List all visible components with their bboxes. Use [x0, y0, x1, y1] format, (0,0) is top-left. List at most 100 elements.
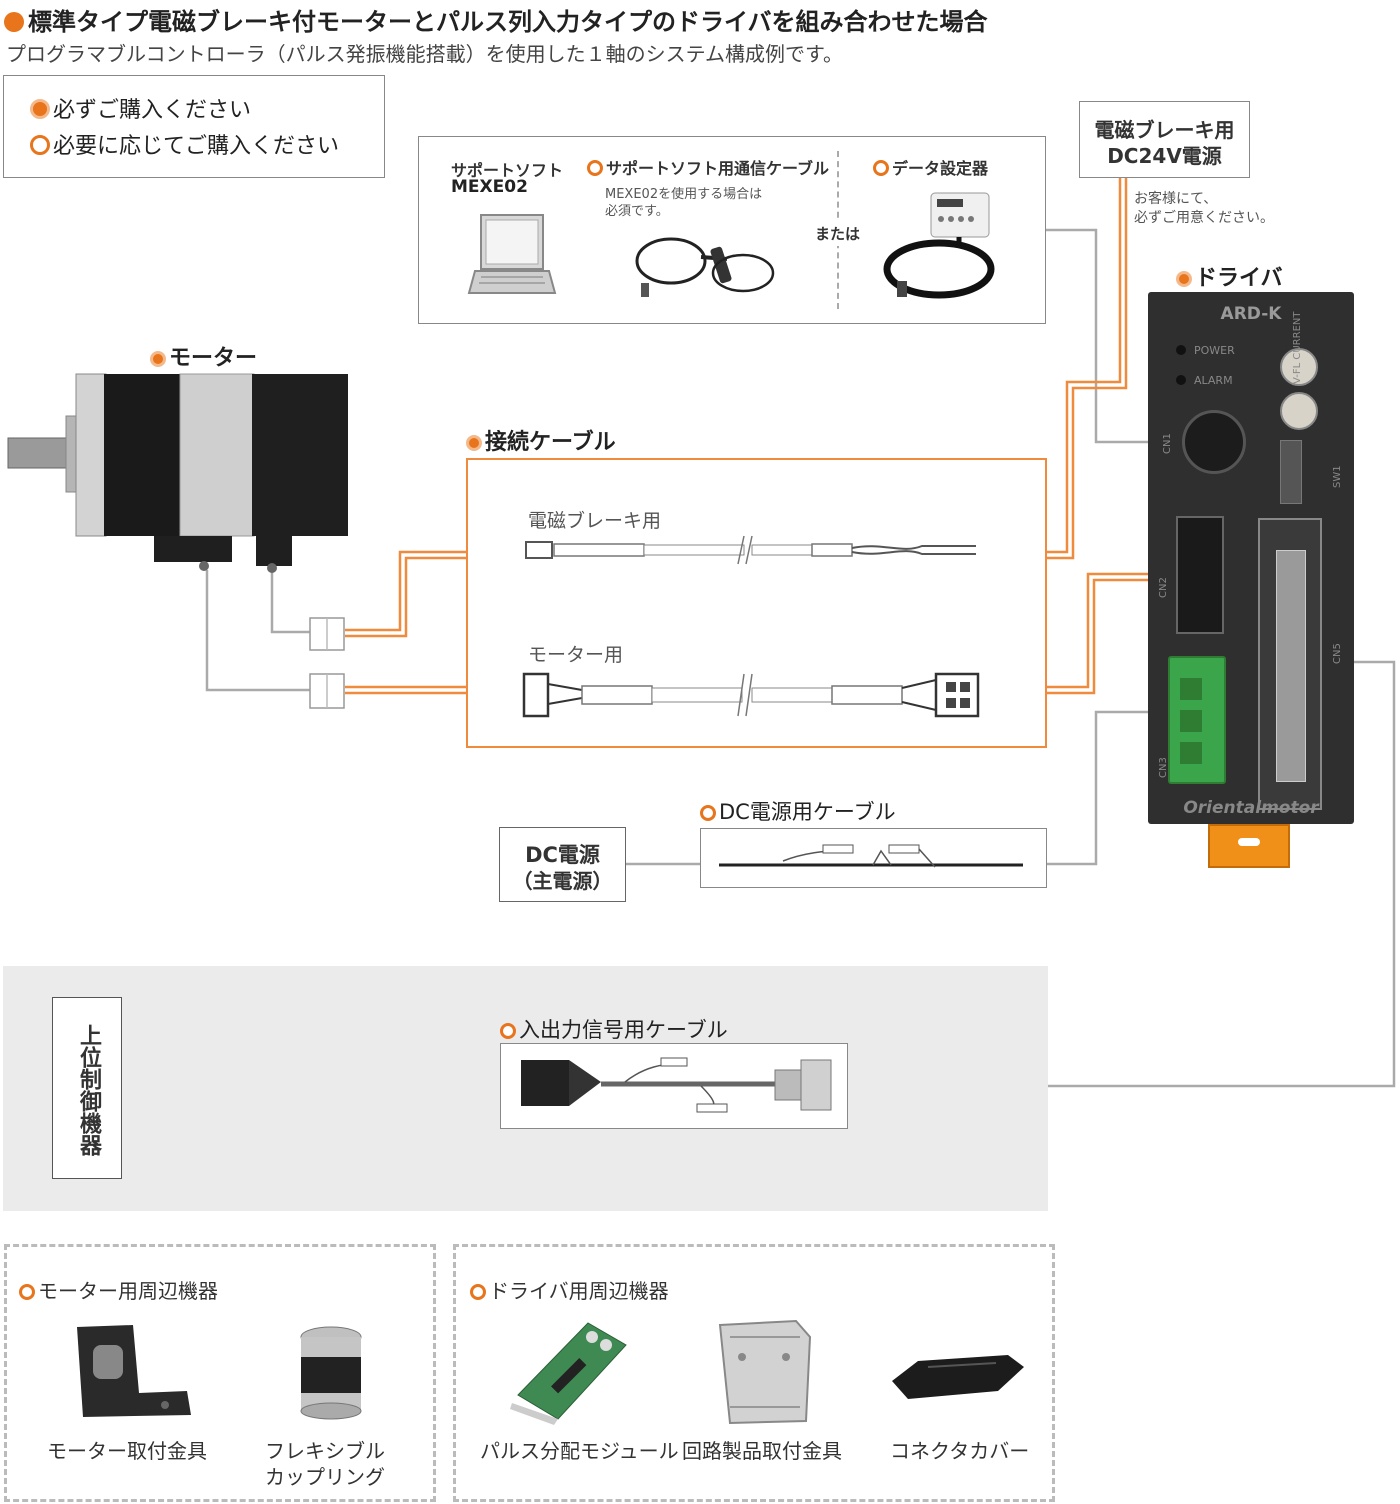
page-title-text: 標準タイプ電磁ブレーキ付モーターとパルス列入力タイプのドライバを組み合わせた場合 — [28, 8, 988, 36]
io-cable-label-text: 入出力信号用ケーブル — [519, 1018, 728, 1042]
dc-power-line2: （主電源） — [512, 869, 613, 893]
sw1-label: SW1 — [1332, 465, 1343, 488]
cn5-port[interactable] — [1258, 518, 1322, 810]
dc-cable-icon — [719, 844, 1023, 868]
cn3-label: CN3 — [1158, 757, 1169, 778]
din-rail-clip — [1208, 824, 1290, 868]
mounting-plate-label: 回路製品取付金具 — [682, 1439, 842, 1463]
data-setter-icon — [883, 192, 995, 299]
io-cable-icon — [521, 1057, 832, 1113]
motor-bracket-icon — [77, 1325, 191, 1417]
mounting-plate-icon — [718, 1319, 812, 1425]
required-dot-icon — [1176, 271, 1192, 287]
optional-dot-icon — [500, 1023, 516, 1039]
laptop-icon — [467, 214, 557, 294]
current-dial-1[interactable] — [1280, 348, 1318, 386]
led-icon — [1176, 345, 1186, 355]
orange-cables — [345, 178, 1200, 695]
coupling-label-line2: カップリング — [265, 1465, 385, 1489]
brake-cable-right-a — [1046, 178, 1122, 554]
pulse-module-label: パルス分配モジュール — [480, 1439, 679, 1463]
dc-power-box: DC電源 （主電源） — [499, 827, 626, 902]
support-software-product: MEXE02 — [451, 177, 528, 197]
support-software-name: サポートソフト — [451, 161, 564, 180]
brake-cable-left-b — [345, 556, 468, 638]
host-controller-box: 上位制御機器 — [52, 997, 122, 1179]
coupling-label-line1: フレキシブル — [265, 1439, 385, 1463]
motor-cable-icon — [522, 672, 980, 718]
motor-label: モーター — [150, 340, 257, 372]
motor-icon — [7, 373, 348, 573]
alarm-led: ALARM — [1176, 374, 1233, 387]
legend-required: 必ずご購入ください — [30, 92, 251, 124]
alarm-led-label: ALARM — [1194, 374, 1233, 387]
connector-cover-label: コネクタカバー — [890, 1439, 1030, 1463]
vr-label: V-FL CURRENT — [1292, 311, 1303, 384]
driver-accessories-title-text: ドライバ用周辺機器 — [489, 1279, 669, 1303]
optional-dot-icon — [470, 1284, 486, 1300]
host-controller-label: 上位制御機器 — [76, 1024, 101, 1156]
optional-dot-icon — [19, 1284, 35, 1300]
required-dot-icon — [466, 435, 482, 451]
page-subtitle: プログラマブルコントローラ（パルス発振機能搭載）を使用した１軸のシステム構成例で… — [6, 42, 843, 66]
required-dot-icon — [30, 99, 50, 119]
dc-cable-label-text: DC電源用ケーブル — [719, 800, 896, 824]
brake-power-box: 電磁ブレーキ用 DC24V電源 — [1079, 101, 1250, 178]
dc-cable-label: DC電源用ケーブル — [700, 796, 896, 826]
or-text: または — [815, 221, 861, 246]
current-dial-2[interactable] — [1280, 392, 1318, 430]
power-led-label: POWER — [1194, 344, 1235, 357]
driver-accessories-box: ドライバ用周辺機器 パルス分配モジュール 回路製品取付金具 コネクタカバー — [453, 1244, 1055, 1502]
driver-brand: Orientalmotor — [1183, 798, 1319, 818]
cn1-port[interactable] — [1182, 410, 1246, 474]
motor-brake-lead — [270, 570, 310, 634]
required-dot-icon — [150, 351, 166, 367]
sw1-dip-switch[interactable] — [1280, 440, 1302, 504]
dc-cable-box — [700, 828, 1047, 888]
motor-accessories-box: モーター用周辺機器 モーター取付金具 フレキシブル カップリング — [4, 1244, 436, 1502]
power-led: POWER — [1176, 344, 1235, 357]
cn1-label: CN1 — [1162, 433, 1173, 454]
motor-label-text: モーター — [169, 346, 258, 371]
driver-label-text: ドライバ — [1195, 266, 1283, 291]
io-cable-box — [500, 1043, 848, 1129]
required-dot-icon — [4, 12, 24, 32]
led-icon — [1176, 375, 1186, 385]
motor-bracket-label: モーター取付金具 — [47, 1439, 207, 1463]
support-cable-label-text: サポートソフト用通信ケーブル — [606, 159, 830, 178]
optional-dot-icon — [700, 805, 716, 821]
support-cable-note-1: MEXE02を使用する場合は — [605, 187, 763, 202]
optional-dot-icon — [587, 160, 603, 176]
legend-required-text: 必ずご購入ください — [53, 98, 252, 123]
cn5-label: CN5 — [1332, 643, 1343, 664]
driver-label: ドライバ — [1176, 260, 1283, 292]
motor-cable-right-a — [1046, 572, 1200, 689]
brake-power-line1: 電磁ブレーキ用 — [1094, 118, 1235, 142]
brake-power-note-2: 必ずご用意ください。 — [1134, 210, 1274, 226]
optional-dot-icon — [30, 135, 50, 155]
usb-cable-icon — [635, 237, 775, 297]
software-box: サポートソフト MEXE02 サポートソフト用通信ケーブル MEXE02を使用す… — [418, 136, 1046, 324]
connection-cable-box: 電磁ブレーキ用 モーター用 — [466, 458, 1047, 748]
dc-cable-wire-driver — [1046, 710, 1180, 866]
cn2-port[interactable] — [1176, 516, 1224, 634]
support-cable-label: サポートソフト用通信ケーブル — [587, 155, 829, 179]
dc-power-line1: DC電源 — [525, 843, 600, 867]
driver-unit: ARD-K POWER ALARM V-FL CURRENT CN1 SW1 C… — [1148, 292, 1354, 824]
connector-cover-icon — [892, 1355, 1024, 1399]
legend-optional: 必要に応じてご購入ください — [30, 128, 339, 160]
coupling-icon — [300, 1326, 362, 1420]
pulse-module-icon — [510, 1322, 627, 1425]
support-cable-note-2: 必須です。 — [605, 204, 669, 219]
page-title: 標準タイプ電磁ブレーキ付モーターとパルス列入力タイプのドライバを組み合わせた場合 — [4, 2, 988, 37]
brake-power-line2: DC24V電源 — [1107, 144, 1222, 168]
driver-accessories-title: ドライバ用周辺機器 — [470, 1275, 669, 1304]
legend-optional-text: 必要に応じてご購入ください — [53, 134, 340, 159]
brake-cable-label: 電磁ブレーキ用 — [528, 510, 662, 532]
brake-cable-right-b — [1046, 178, 1128, 560]
data-setter-label: データ設定器 — [873, 155, 988, 179]
motor-power-lead — [205, 570, 310, 692]
brake-cable-icon — [525, 535, 976, 565]
cn3-terminal[interactable] — [1168, 656, 1226, 784]
motor-cable-label: モーター用 — [528, 644, 624, 666]
